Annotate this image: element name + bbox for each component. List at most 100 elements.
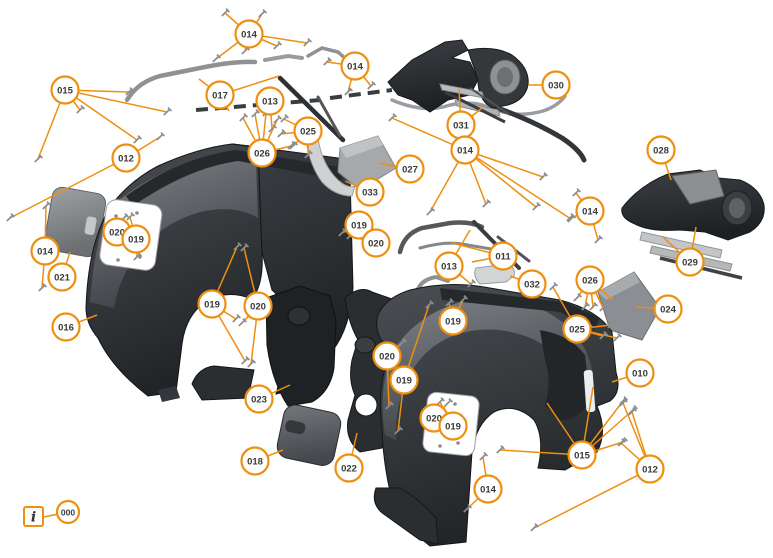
screw: [566, 212, 576, 222]
part-access-panel-021-slot: [84, 216, 97, 236]
callout-label: 027: [402, 164, 418, 175]
screw: [572, 187, 582, 197]
screw: [163, 106, 173, 116]
part-bracket-030-cup-inner: [497, 67, 513, 87]
callout-015[interactable]: 015: [567, 440, 597, 470]
callout-031[interactable]: 031: [446, 110, 476, 140]
screw: [338, 227, 348, 237]
part-clip-rail-tube-segment: [263, 53, 304, 62]
callout-017[interactable]: 017: [205, 80, 235, 110]
callout-label: 030: [548, 80, 564, 91]
callout-label: 021: [54, 272, 71, 283]
callout-024[interactable]: 024: [653, 294, 683, 324]
callout-label: 019: [445, 316, 461, 327]
callout-label: 019: [204, 299, 220, 310]
callout-019[interactable]: 019: [344, 210, 374, 240]
callout-label: 020: [109, 227, 125, 238]
callout-022[interactable]: 022: [334, 453, 364, 483]
callout-025[interactable]: 025: [293, 116, 323, 146]
callout-025[interactable]: 025: [562, 314, 592, 344]
callout-label: 019: [128, 234, 144, 245]
callout-023[interactable]: 023: [244, 384, 274, 414]
screw: [156, 131, 166, 141]
screw: [463, 503, 473, 513]
callout-014[interactable]: 014: [234, 19, 264, 49]
callout-028[interactable]: 028: [646, 135, 676, 165]
callout-020[interactable]: 020: [372, 341, 402, 371]
screw: [573, 292, 583, 302]
callout-011[interactable]: 011: [488, 241, 518, 271]
callout-014[interactable]: 014: [473, 474, 503, 504]
screw: [125, 86, 135, 96]
callout-020[interactable]: 020: [361, 228, 391, 258]
screw: [273, 40, 283, 50]
callout-033[interactable]: 033: [355, 177, 385, 207]
callout-label: 017: [212, 90, 228, 101]
callout-030[interactable]: 030: [541, 70, 571, 100]
callout-021[interactable]: 021: [47, 262, 77, 292]
leader-line: [9, 157, 127, 219]
callout-013[interactable]: 013: [434, 251, 464, 281]
callout-label: 013: [262, 96, 278, 107]
screw: [628, 406, 638, 416]
callout-026[interactable]: 026: [247, 138, 277, 168]
screw: [619, 397, 629, 407]
callout-014[interactable]: 014: [575, 196, 605, 226]
screw: [426, 206, 436, 216]
callout-014[interactable]: 014: [450, 135, 480, 165]
screw: [280, 113, 290, 123]
callout-label: 011: [495, 251, 511, 262]
screw: [6, 212, 16, 222]
callout-032[interactable]: 032: [517, 269, 547, 299]
callout-label: 025: [300, 126, 317, 137]
callout-014[interactable]: 014: [30, 236, 60, 266]
callout-label: 014: [37, 246, 54, 257]
screw: [394, 425, 404, 435]
callout-label: 012: [642, 464, 658, 475]
callout-019[interactable]: 019: [438, 411, 468, 441]
screw: [444, 397, 454, 407]
callout-label: 025: [569, 324, 586, 335]
part-strut-031-rod: [444, 90, 506, 124]
screw: [238, 317, 248, 327]
callout-019[interactable]: 019: [438, 306, 468, 336]
callout-029[interactable]: 029: [675, 247, 705, 277]
callout-020[interactable]: 020: [243, 291, 273, 321]
callout-015[interactable]: 015: [50, 75, 80, 105]
screw: [344, 86, 354, 96]
callout-label: 013: [441, 261, 457, 272]
callout-027[interactable]: 027: [395, 154, 425, 184]
callout-012[interactable]: 012: [635, 454, 665, 484]
callout-013[interactable]: 013: [255, 86, 285, 116]
callout-018[interactable]: 018: [240, 446, 270, 476]
callout-label: 014: [480, 484, 497, 495]
callout-019[interactable]: 019: [389, 365, 419, 395]
callout-016[interactable]: 016: [51, 312, 81, 342]
callout-019[interactable]: 019: [197, 289, 227, 319]
screw: [239, 112, 249, 122]
callout-000[interactable]: 000: [55, 499, 81, 525]
callout-014[interactable]: 014: [340, 51, 370, 81]
info-icon[interactable]: i: [23, 506, 44, 527]
callout-label: 014: [582, 206, 599, 217]
screw: [38, 282, 48, 292]
part-wheel-arch-liner-right-slot: [583, 369, 596, 413]
callout-label: 020: [379, 351, 395, 362]
screw: [467, 278, 477, 288]
screw: [212, 53, 222, 63]
leader-line: [533, 468, 651, 529]
screw: [287, 140, 297, 150]
screw: [599, 302, 609, 312]
part-bracket-028-gusset: [671, 169, 725, 205]
callout-label: 029: [682, 257, 698, 268]
callout-026[interactable]: 026: [575, 265, 605, 295]
callout-012[interactable]: 012: [111, 143, 141, 173]
callout-label: 014: [457, 145, 474, 156]
callout-label: 020: [426, 413, 442, 424]
screw: [607, 319, 617, 329]
callout-label: 010: [632, 368, 648, 379]
callout-010[interactable]: 010: [625, 358, 655, 388]
callout-019[interactable]: 019: [121, 224, 151, 254]
callout-label: 032: [524, 279, 540, 290]
